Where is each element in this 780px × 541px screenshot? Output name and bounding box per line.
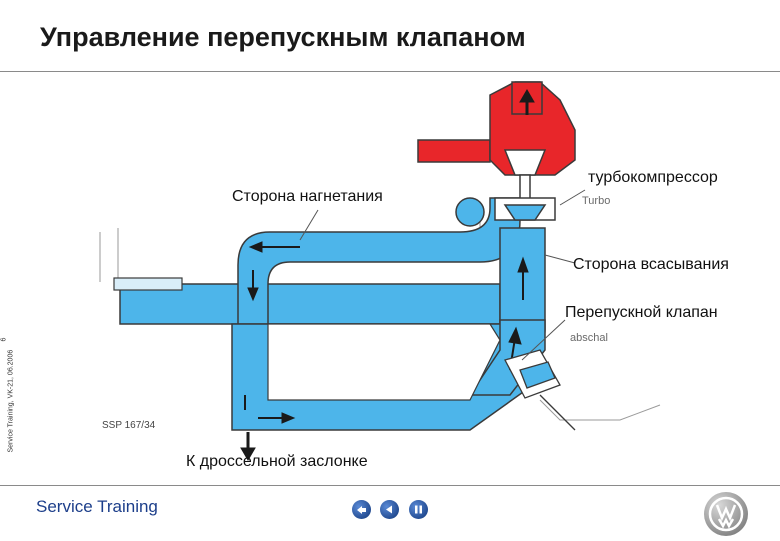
nav-prev-button[interactable] — [380, 500, 399, 519]
triangle-left-icon — [386, 505, 392, 514]
ghost-text-abschalt: abschal — [570, 332, 608, 344]
nav-prev-section-button[interactable] — [352, 500, 371, 519]
slide-title: Управление перепускным клапаном — [40, 22, 526, 52]
return-arrow-icon — [357, 506, 366, 514]
turbo-bypass-diagram — [99, 81, 661, 461]
exhaust-inlet — [417, 139, 491, 163]
label-to-throttle: К дроссельной заслонке — [186, 453, 368, 470]
footer-divider — [0, 485, 780, 486]
label-turbocharger: турбокомпрессор — [588, 169, 718, 186]
pipe-collar — [113, 277, 183, 291]
title-divider — [0, 71, 780, 72]
nav-pause-button[interactable] — [409, 500, 428, 519]
turbocharger — [417, 81, 576, 221]
ghost-text-turbo: Turbo — [582, 195, 611, 207]
figure-code: SSP 167/34 — [102, 420, 156, 431]
pause-icon — [415, 505, 422, 514]
compressor-wheel — [503, 204, 547, 221]
vw-logo — [704, 492, 748, 536]
brand-text: Service Training — [36, 497, 158, 516]
compressor-bulb — [455, 197, 485, 227]
leader-lines — [299, 189, 586, 361]
bypass-channel — [468, 319, 546, 396]
label-pressure-side: Сторона нагнетания — [232, 188, 383, 205]
label-bypass-valve: Перепускной клапан — [565, 304, 718, 321]
vw-emblem-icon — [708, 496, 744, 532]
bypass-valve — [504, 349, 576, 431]
label-suction-side: Сторона всасывания — [573, 256, 729, 273]
inner-cavity — [267, 323, 501, 401]
turbo-shaft — [519, 174, 531, 201]
turbine-wheel — [503, 149, 547, 176]
